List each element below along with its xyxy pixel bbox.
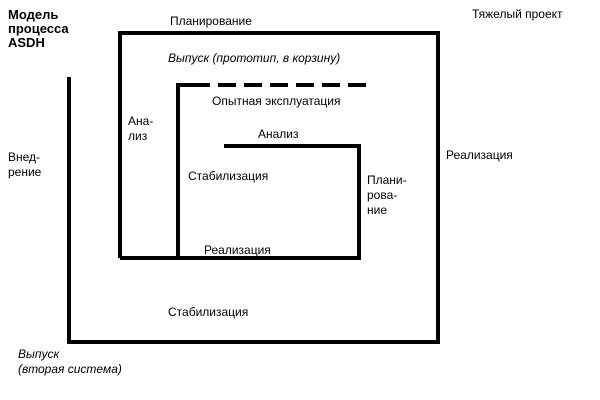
release-second-line2: (вторая система)	[18, 362, 122, 376]
model-title: Модель процесса ASDH	[8, 8, 69, 50]
inner-spiral-path	[120, 144, 361, 260]
deployment-label: Внед- рение	[8, 150, 41, 180]
planning-top-label: Планирование	[170, 14, 252, 28]
analysis-outer-line2: лиз	[128, 129, 148, 143]
analysis-vertical-line	[176, 83, 192, 258]
analysis-outer-line1: Ана-	[128, 114, 154, 128]
release-prototype-label: Выпуск (прототип, в корзину)	[168, 51, 341, 65]
deployment-line1: Внед-	[8, 150, 41, 164]
planning-inner-line1: Плани-	[367, 173, 407, 187]
outer-spiral-path	[67, 31, 440, 344]
analysis-outer-label: Ана- лиз	[128, 114, 153, 144]
planning-inner-line3: ние	[367, 203, 388, 217]
heavy-project-label: Тяжелый проект	[472, 7, 563, 21]
stabilization-bottom-label: Стабилизация	[168, 305, 249, 319]
planning-inner-line2: рова-	[367, 188, 398, 202]
deployment-line2: рение	[8, 165, 42, 179]
analysis-inner-label: Анализ	[258, 127, 299, 141]
realization-inner-label: Реализация	[204, 243, 271, 257]
release-second-system-label: Выпуск (вторая система)	[18, 347, 122, 377]
stabilization-inner-label: Стабилизация	[188, 169, 269, 183]
model-title-line3: ASDH	[8, 35, 45, 50]
model-title-line2: процесса	[8, 21, 69, 36]
realization-right-label: Реализация	[446, 148, 513, 162]
release-second-line1: Выпуск	[18, 347, 60, 361]
planning-inner-label: Плани- рова- ние	[367, 173, 407, 218]
model-title-line1: Модель	[8, 7, 59, 22]
pilot-operation-label: Опытная эксплуатация	[212, 94, 341, 108]
